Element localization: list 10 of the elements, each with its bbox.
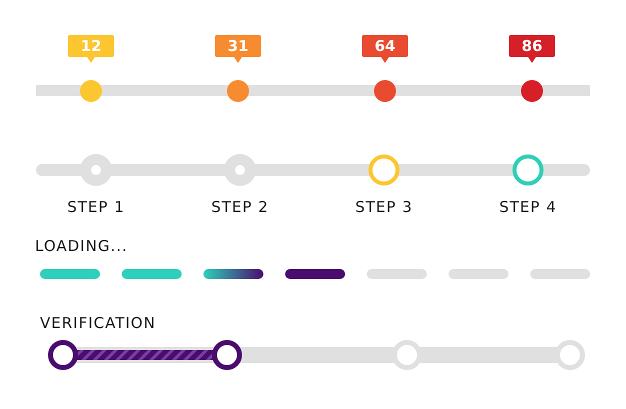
- step-label: STEP 2: [211, 198, 269, 216]
- value-tooltip: 86: [509, 35, 555, 57]
- value-tooltip: 31: [215, 35, 261, 57]
- step-label: STEP 3: [355, 198, 413, 216]
- step-label: STEP 4: [499, 198, 557, 216]
- value-tooltip: 64: [362, 35, 408, 57]
- value-tooltip: 12: [68, 35, 114, 57]
- section-heading: LOADING...: [35, 237, 128, 255]
- section-heading: VERIFICATION: [40, 314, 156, 332]
- step-label: STEP 1: [67, 198, 125, 216]
